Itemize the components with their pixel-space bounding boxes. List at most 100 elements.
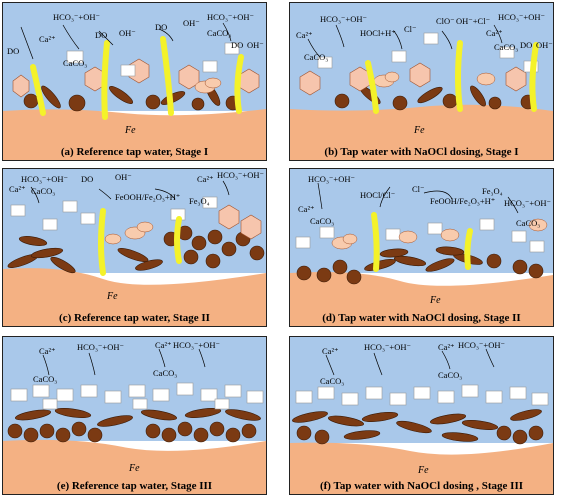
label-f-1: HCO₃⁻+OH⁻ xyxy=(364,342,411,352)
label-c-5: FeOOH/Fe₂O₃+H⁺ xyxy=(115,192,181,202)
clouds xyxy=(373,71,496,88)
label-e-0: Ca²⁺ xyxy=(39,346,56,356)
label-d-1: Ca²⁺ xyxy=(298,204,315,214)
calcite-cubes xyxy=(295,384,549,406)
label-b-1: HCO₃⁻+OH⁻ xyxy=(320,14,367,24)
label-a-10: DO xyxy=(231,40,244,50)
panel-e: Ca²⁺ HCO₃⁻+OH⁻ Ca²⁺ HCO₃⁻+OH⁻ CaCO₃ CaCO… xyxy=(2,336,267,495)
label-a-1: Ca²⁺ xyxy=(39,34,56,44)
caption-f: (f) Tap water with NaOCl dosing , Stage … xyxy=(319,480,524,492)
electron-channels xyxy=(30,36,244,120)
label-b-8: HCO₃⁻+OH⁻ xyxy=(498,12,545,22)
caption-e: (e) Reference tap water, Stage III xyxy=(56,480,213,492)
rust-deposits xyxy=(292,409,544,445)
electron-channels xyxy=(98,208,182,276)
label-f-2: Ca²⁺ xyxy=(438,342,455,352)
metal-label: Fe xyxy=(430,295,441,306)
label-c-0: HCO₃⁻+OH⁻ xyxy=(21,174,68,184)
label-b-10: DO xyxy=(520,40,533,50)
label-b-4: Cl⁻ xyxy=(404,24,417,34)
rust-deposits xyxy=(7,408,261,443)
iron-substrate xyxy=(3,268,266,326)
label-b-3: HOCl+H⁺ xyxy=(360,28,396,38)
panel-f: Ca²⁺ HCO₃⁻+OH⁻ Ca²⁺ HCO₃⁻+OH⁻ CaCO₃ CaCO… xyxy=(289,336,554,495)
arrows xyxy=(20,22,232,60)
hexagon-deposits xyxy=(299,62,527,96)
arrows xyxy=(317,182,519,214)
caption-d: (d) Tap water with NaOCl dosing, Stage I… xyxy=(322,312,521,324)
label-a-4: DO xyxy=(95,30,108,40)
panel-f-drawing xyxy=(290,337,553,494)
label-b-0: Ca²⁺ xyxy=(296,30,313,40)
label-a-6: DO xyxy=(155,22,168,32)
label-b-9: CaCO₃ xyxy=(494,42,519,52)
iron-substrate xyxy=(290,442,553,494)
label-d-0: HCO₃⁻+OH⁻ xyxy=(308,174,355,184)
label-e-4: CaCO₃ xyxy=(33,374,58,384)
label-d-2: CaCO₃ xyxy=(310,216,335,226)
arrows xyxy=(30,180,230,204)
label-a-3: CaCO₃ xyxy=(63,58,88,68)
electron-channels xyxy=(365,40,539,114)
label-e-5: CaCO₃ xyxy=(153,368,178,378)
caption-b: (b) Tap water with NaOCl dosing, Stage I xyxy=(324,146,519,158)
panel-b-drawing xyxy=(290,3,553,160)
label-d-8: HCO₃⁻+OH⁻ xyxy=(504,198,551,208)
label-a-7: OH⁻ xyxy=(183,18,200,28)
electron-channels xyxy=(371,212,473,272)
label-c-3: DO xyxy=(81,174,94,184)
label-f-4: CaCO₃ xyxy=(320,376,345,386)
label-b-5: ClO⁻ xyxy=(436,16,455,26)
calcite-cubes xyxy=(10,196,218,231)
hexagon-deposits xyxy=(12,58,260,98)
label-a-8: HCO₃⁻+OH⁻ xyxy=(207,12,254,22)
arrows xyxy=(42,348,206,376)
panel-a: DO Ca²⁺ HCO₃⁻+OH⁻ CaCO₃ DO OH⁻ DO OH⁻ HC… xyxy=(2,2,267,161)
calcite-cubes xyxy=(295,218,545,253)
label-d-7: CaCO₃ xyxy=(516,218,541,228)
label-c-1: Ca²⁺ xyxy=(9,184,26,194)
hexagon-deposits xyxy=(218,204,262,240)
iron-substrate xyxy=(290,104,553,160)
label-c-6: Fe₃O₄ xyxy=(189,196,210,206)
calcite-cubes xyxy=(66,42,240,77)
label-d-4: Cl⁻ xyxy=(412,184,425,194)
label-d-6: Fe₃O₄ xyxy=(482,186,503,196)
panel-d-drawing xyxy=(290,169,553,326)
label-a-11: OH⁻ xyxy=(247,40,264,50)
metal-label: Fe xyxy=(125,125,136,136)
clouds xyxy=(104,221,154,245)
arrows xyxy=(325,348,495,376)
panel-d: HCO₃⁻+OH⁻ Ca²⁺ CaCO₃ HOCl/Cl⁻ Cl⁻ FeOOH/… xyxy=(289,168,554,327)
metal-label: Fe xyxy=(414,125,425,136)
caption-a: (a) Reference tap water, Stage I xyxy=(60,146,209,158)
rust-deposits xyxy=(23,84,241,112)
label-a-2: HCO₃⁻+OH⁻ xyxy=(53,12,100,22)
label-f-0: Ca²⁺ xyxy=(322,346,339,356)
label-b-7: Ca²⁺ xyxy=(486,28,503,38)
label-d-3: HOCl/Cl⁻ xyxy=(360,190,396,200)
label-e-2: Ca²⁺ xyxy=(155,340,172,350)
water-layer xyxy=(290,169,553,273)
label-f-3: HCO₃⁻+OH⁻ xyxy=(458,340,505,350)
label-a-0: DO xyxy=(7,46,20,56)
label-f-5: CaCO₃ xyxy=(438,370,463,380)
clouds xyxy=(331,218,548,250)
label-c-8: HCO₃⁻+OH⁻ xyxy=(217,170,264,180)
panel-b: Ca²⁺ HCO₃⁻+OH⁻ CaCO₃ HOCl+H⁺ Cl⁻ ClO⁻ OH… xyxy=(289,2,554,161)
panel-c: HCO₃⁻+OH⁻ Ca²⁺ CaCO₃ DO OH⁻ FeOOH/Fe₂O₃+… xyxy=(2,168,267,327)
label-a-9: CaCO₃ xyxy=(207,28,232,38)
metal-label: Fe xyxy=(107,291,118,302)
iron-substrate xyxy=(290,272,553,326)
label-b-2: CaCO₃ xyxy=(304,52,329,62)
label-c-7: Ca²⁺ xyxy=(197,174,214,184)
rust-deposits xyxy=(296,246,544,285)
label-e-1: HCO₃⁻+OH⁻ xyxy=(77,342,124,352)
metal-label: Fe xyxy=(129,463,140,474)
calcite-cubes xyxy=(10,382,264,410)
label-d-5: FeOOH/Fe₂O₃+H⁺ xyxy=(430,196,496,206)
label-c-4: OH⁻ xyxy=(115,172,132,182)
caption-c: (c) Reference tap water, Stage II xyxy=(59,312,210,324)
panel-a-drawing xyxy=(3,3,266,160)
arrows xyxy=(307,24,503,58)
